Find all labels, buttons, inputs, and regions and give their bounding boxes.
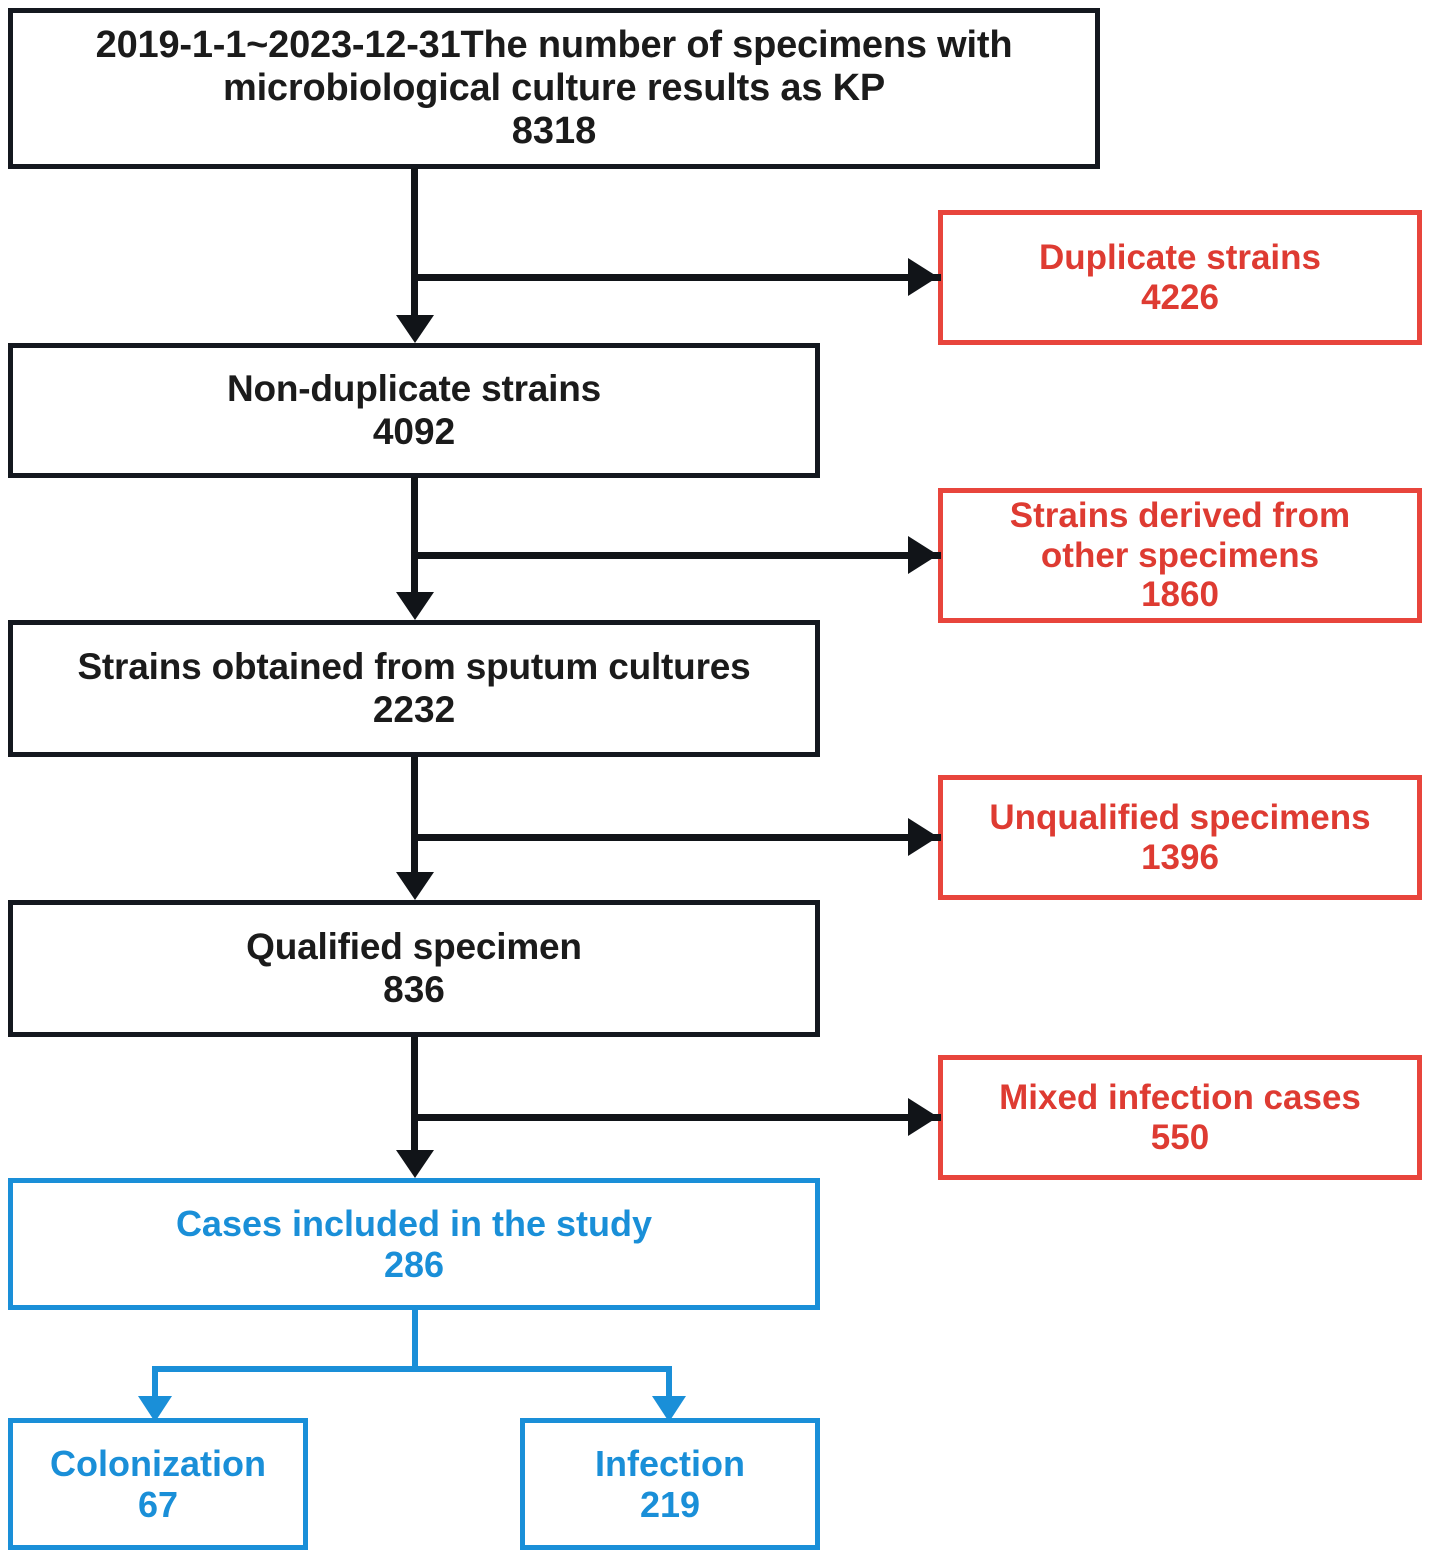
connector-vertical-1 bbox=[411, 168, 418, 318]
node-infection-label: Infection bbox=[595, 1442, 745, 1484]
node-mixed-infection-cases: Mixed infection cases 550 bbox=[938, 1055, 1422, 1180]
node-other-specimen-strains-count: 1860 bbox=[1141, 575, 1219, 615]
arrowhead-right-4 bbox=[908, 1098, 938, 1136]
node-non-duplicate-strains-label: Non-duplicate strains bbox=[226, 368, 602, 410]
arrowhead-down-3 bbox=[396, 872, 434, 900]
connector-branch-3 bbox=[411, 834, 941, 841]
node-sputum-culture-strains: Strains obtained from sputum cultures 22… bbox=[8, 620, 820, 757]
connector-horizontal-blue-split bbox=[152, 1366, 672, 1372]
node-cases-included-label: Cases included in the study bbox=[175, 1202, 653, 1244]
connector-vertical-blue-trunk bbox=[412, 1310, 418, 1372]
node-duplicate-strains-count: 4226 bbox=[1141, 277, 1219, 317]
node-other-specimen-strains-line2: other specimens bbox=[1040, 535, 1320, 575]
node-qualified-specimen-label: Qualified specimen bbox=[246, 926, 582, 968]
arrowhead-down-2 bbox=[396, 592, 434, 620]
node-qualified-specimen: Qualified specimen 836 bbox=[8, 900, 820, 1037]
arrowhead-right-3 bbox=[908, 818, 938, 856]
connector-branch-2 bbox=[411, 552, 941, 559]
node-total-specimens-count: 8318 bbox=[511, 110, 597, 153]
node-infection: Infection 219 bbox=[520, 1418, 820, 1550]
node-sputum-culture-strains-label: Strains obtained from sputum cultures bbox=[77, 646, 751, 688]
connector-vertical-2 bbox=[411, 477, 418, 597]
node-non-duplicate-strains-count: 4092 bbox=[372, 410, 456, 452]
node-unqualified-specimens: Unqualified specimens 1396 bbox=[938, 775, 1422, 900]
node-colonization-label: Colonization bbox=[50, 1442, 266, 1484]
arrowhead-right-2 bbox=[908, 536, 938, 574]
arrowhead-down-1 bbox=[396, 315, 434, 343]
node-mixed-infection-cases-count: 550 bbox=[1150, 1117, 1210, 1157]
arrowhead-down-blue-right bbox=[652, 1396, 686, 1422]
node-total-specimens: 2019-1-1~2023-12-31The number of specime… bbox=[8, 8, 1100, 169]
node-infection-count: 219 bbox=[639, 1484, 701, 1525]
node-other-specimen-strains-line1: Strains derived from bbox=[1009, 495, 1351, 535]
connector-branch-1 bbox=[411, 274, 941, 281]
node-unqualified-specimens-count: 1396 bbox=[1141, 837, 1219, 877]
node-unqualified-specimens-label: Unqualified specimens bbox=[989, 797, 1371, 837]
node-colonization: Colonization 67 bbox=[8, 1418, 308, 1550]
node-colonization-count: 67 bbox=[137, 1484, 179, 1525]
node-other-specimen-strains: Strains derived from other specimens 186… bbox=[938, 488, 1422, 623]
arrowhead-down-4 bbox=[396, 1150, 434, 1178]
node-non-duplicate-strains: Non-duplicate strains 4092 bbox=[8, 343, 820, 478]
node-qualified-specimen-count: 836 bbox=[383, 968, 445, 1010]
node-mixed-infection-cases-label: Mixed infection cases bbox=[999, 1077, 1361, 1117]
connector-branch-4 bbox=[411, 1114, 941, 1121]
node-sputum-culture-strains-count: 2232 bbox=[372, 688, 456, 730]
node-cases-included-count: 286 bbox=[383, 1244, 445, 1285]
arrowhead-right-1 bbox=[908, 258, 938, 296]
connector-vertical-3 bbox=[411, 757, 418, 877]
node-duplicate-strains-label: Duplicate strains bbox=[1038, 237, 1322, 277]
connector-vertical-4 bbox=[411, 1037, 418, 1155]
arrowhead-down-blue-left bbox=[138, 1396, 172, 1422]
node-cases-included: Cases included in the study 286 bbox=[8, 1178, 820, 1310]
connector-vertical-blue-left bbox=[152, 1366, 158, 1410]
node-total-specimens-line1: 2019-1-1~2023-12-31The number of specime… bbox=[95, 23, 1013, 66]
connector-vertical-blue-right bbox=[666, 1366, 672, 1410]
node-duplicate-strains: Duplicate strains 4226 bbox=[938, 210, 1422, 345]
node-total-specimens-line2: microbiological culture results as KP bbox=[222, 66, 886, 109]
